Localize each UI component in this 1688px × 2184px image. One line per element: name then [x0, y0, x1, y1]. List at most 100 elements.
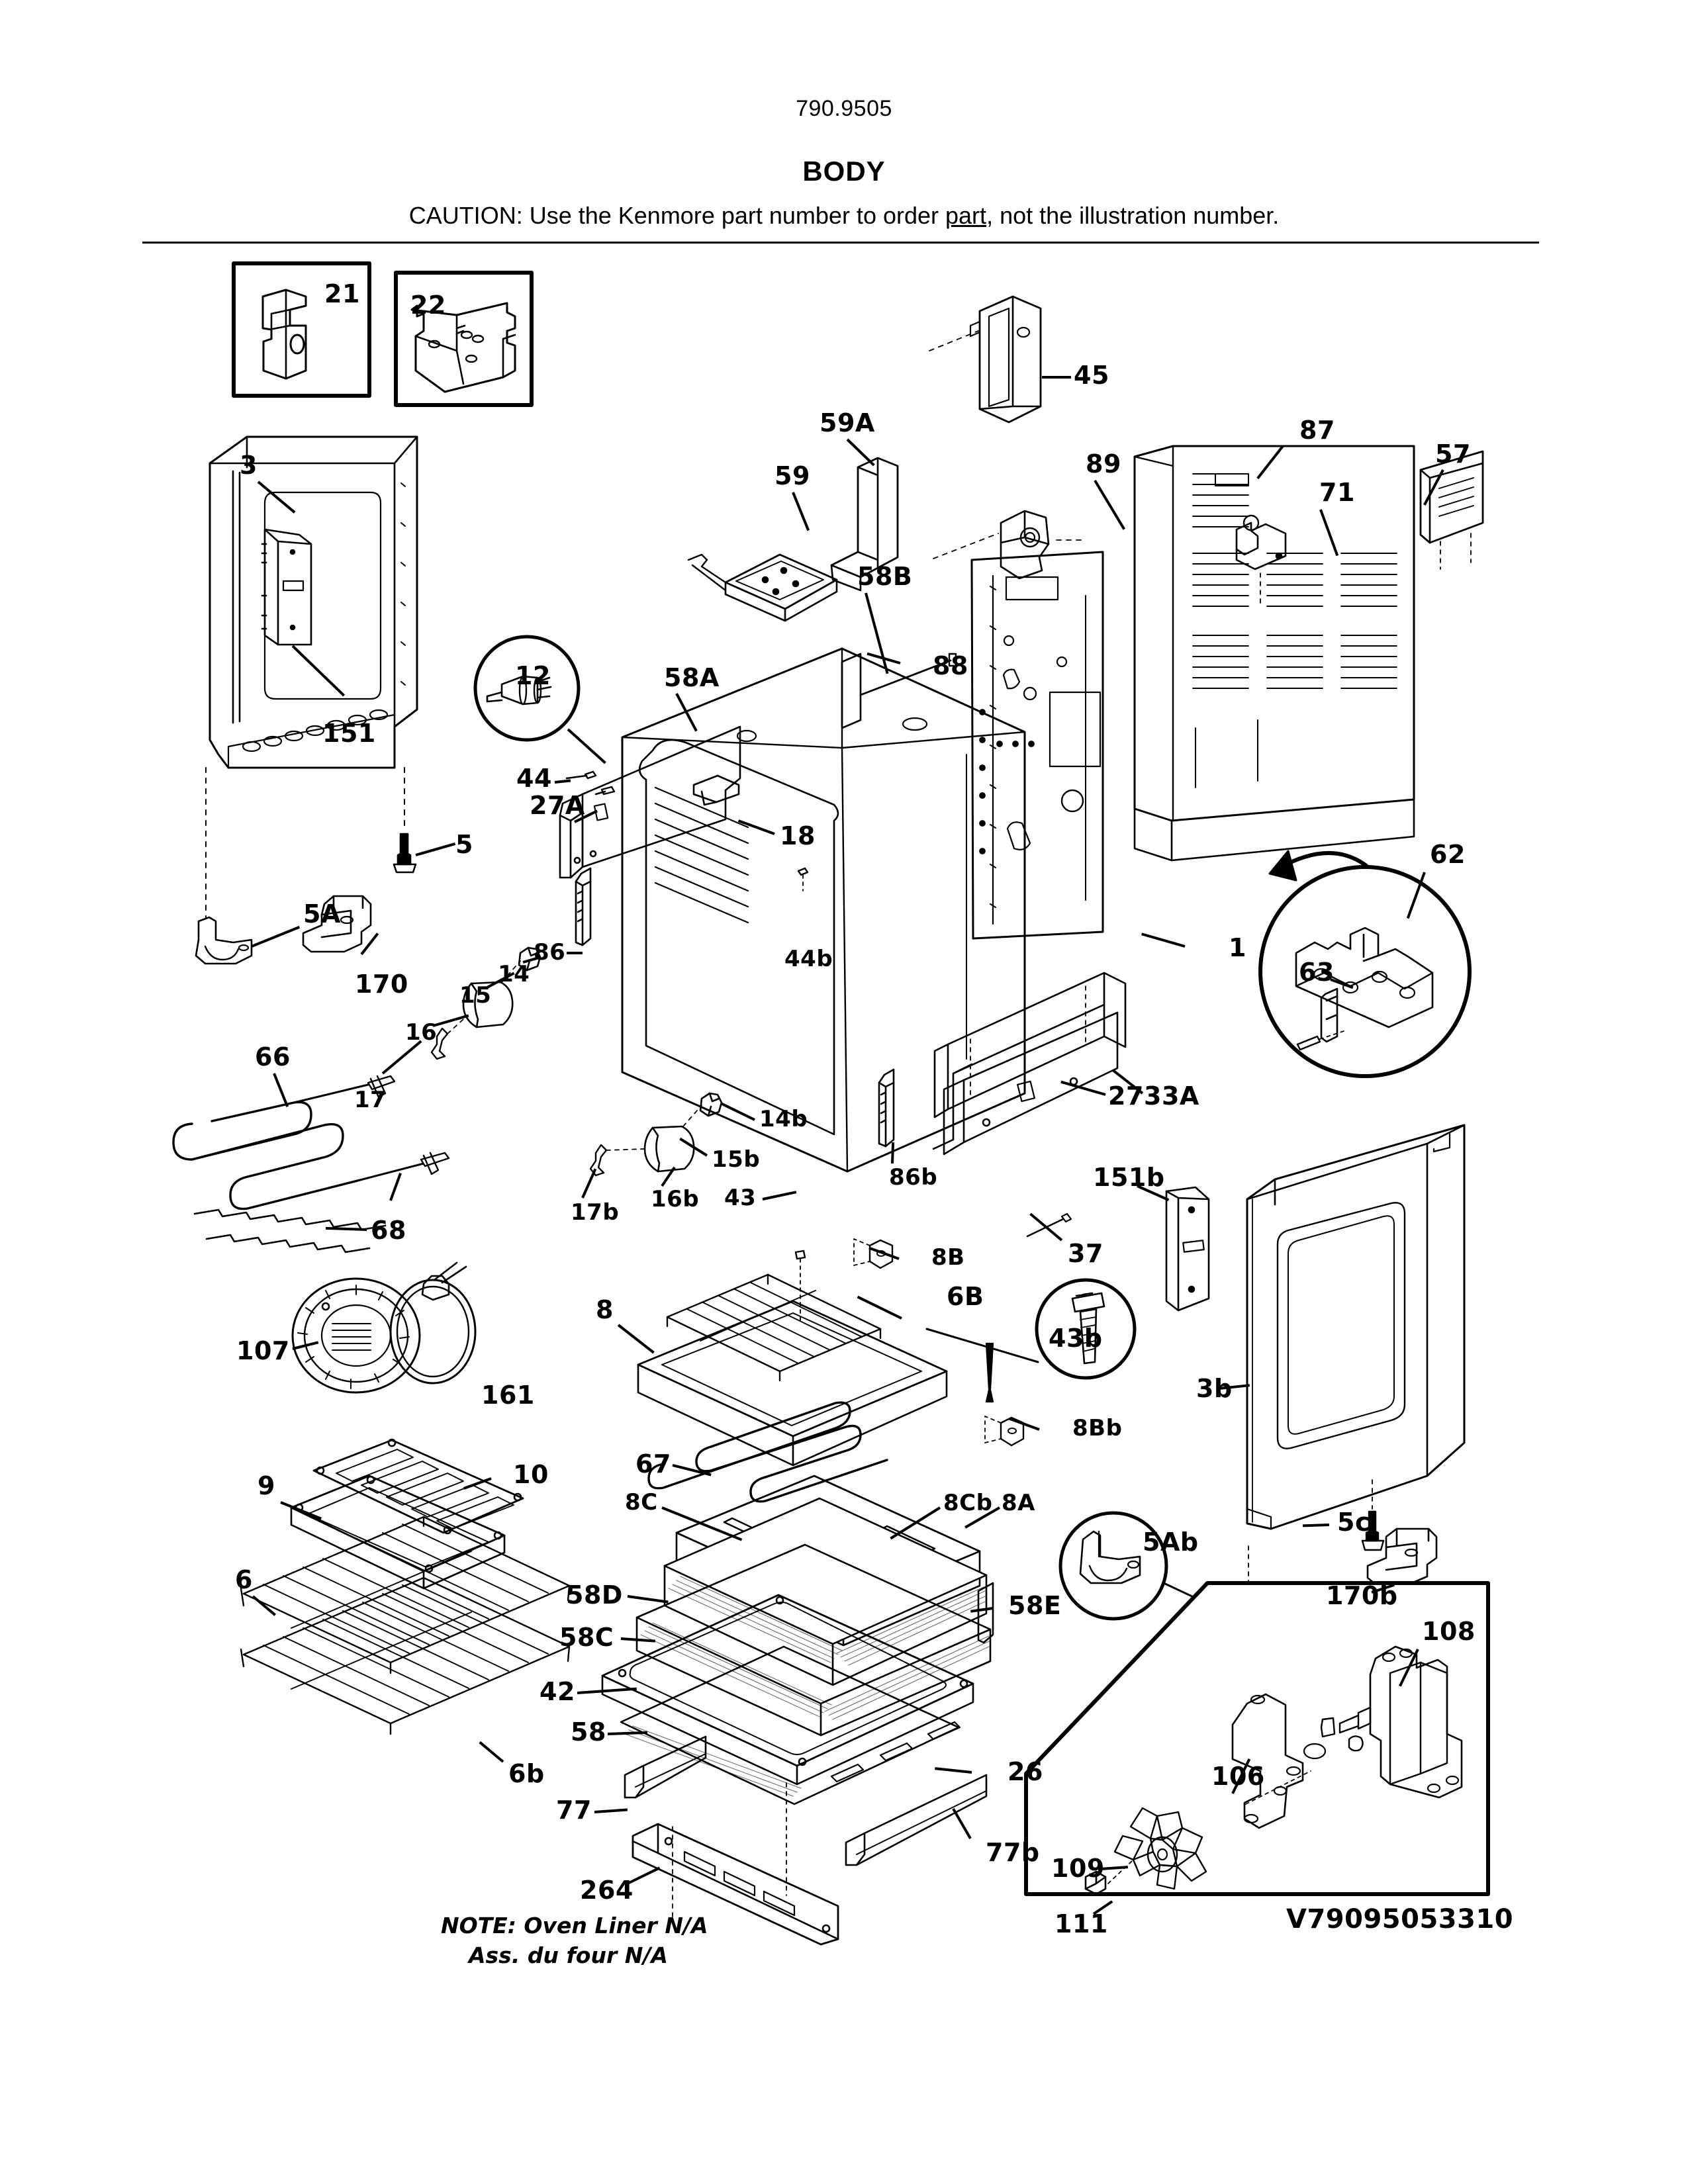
leader-1: [1141, 933, 1186, 948]
rail-27A: [560, 727, 740, 878]
leader-42: [577, 1687, 637, 1694]
footer-note-line-1: NOTE: Oven Liner N/A: [441, 1913, 708, 1938]
callout-57: 57: [1435, 439, 1471, 469]
callout-66: 66: [255, 1042, 291, 1071]
callout-5: 5: [455, 830, 473, 859]
left-door-hardware: [196, 768, 416, 964]
callout-33A: 33A: [1144, 1081, 1199, 1111]
screw-44-left: [567, 772, 596, 778]
callout-12: 12: [515, 661, 551, 690]
leader-5A: [251, 925, 301, 948]
right-door-assembly: [1027, 1125, 1464, 1584]
drawing-code: V79095053310: [1286, 1904, 1514, 1934]
caution-text: CAUTION: Use the Kenmore part number to …: [0, 202, 1688, 230]
leader-170: [360, 933, 379, 956]
leader-58: [607, 1731, 648, 1735]
leader-108: [1399, 1649, 1419, 1687]
leader-44: [554, 779, 571, 784]
callout-58B: 58B: [857, 562, 913, 591]
leader-89: [1094, 479, 1126, 530]
callout-8Cb: 8Cb: [943, 1490, 993, 1516]
callout-5Ab: 5Ab: [1143, 1527, 1199, 1557]
leader-8B: [868, 1246, 900, 1260]
rear-panel-71: [1135, 446, 1414, 860]
callout-44: 44: [516, 764, 552, 793]
callout-15b: 15b: [712, 1146, 761, 1173]
leader-6B: [857, 1295, 902, 1320]
leader-58E: [970, 1607, 994, 1613]
leader-86b: [891, 1142, 895, 1164]
callout-161: 161: [481, 1381, 535, 1410]
callout-27: 27: [1108, 1081, 1144, 1111]
callout-58E: 58E: [1008, 1591, 1062, 1620]
page-title: BODY: [802, 156, 886, 187]
leader-57: [1423, 469, 1444, 506]
leader-26: [935, 1767, 972, 1774]
sensor-89: [933, 511, 1083, 578]
vent-cover-57: [1421, 451, 1483, 569]
callout-87: 87: [1299, 416, 1335, 445]
leader-8: [617, 1324, 655, 1354]
callout-27A: 27A: [530, 791, 585, 820]
model-number: 790.9505: [796, 96, 892, 121]
leader-9: [280, 1501, 322, 1520]
leader-43: [762, 1191, 797, 1201]
bake-element-66: [173, 1076, 449, 1252]
callout-6B: 6B: [947, 1282, 984, 1311]
callout-170: 170: [355, 970, 408, 999]
callout-9: 9: [258, 1471, 275, 1500]
callout-71: 71: [1319, 478, 1355, 507]
lower-rail-33A-27: [933, 973, 1125, 1154]
callout-3: 3: [240, 451, 258, 480]
leader-77: [594, 1808, 628, 1813]
leader-58B: [865, 592, 889, 674]
callout-16: 16: [405, 1019, 438, 1046]
leader-68b: [389, 1172, 402, 1201]
callout-108: 108: [1422, 1617, 1476, 1646]
leader-5c: [1302, 1524, 1330, 1527]
header-divider: [142, 242, 1539, 244]
clip-86-right: [879, 1069, 894, 1146]
callout-62: 62: [1430, 840, 1466, 869]
leader-17: [381, 1040, 422, 1075]
leader-37: [1029, 1212, 1063, 1242]
footer-note: NOTE: Oven Liner N/A Ass. du four N/A: [441, 1911, 708, 1970]
callout-68: 68: [371, 1216, 406, 1245]
callout-14b: 14b: [759, 1106, 808, 1132]
bottom-stack-assembly: [602, 1402, 993, 1944]
leader-12: [567, 728, 606, 764]
callout-58D: 58D: [566, 1580, 623, 1610]
callout-88: 88: [933, 651, 968, 680]
callout-8C: 8C: [625, 1489, 658, 1516]
leader-58D: [627, 1595, 669, 1604]
callout-26: 26: [1008, 1757, 1043, 1786]
callout-circle-62: [1260, 851, 1470, 1076]
callout-58A: 58A: [664, 663, 720, 692]
callout-16b: 16b: [651, 1186, 700, 1212]
leader-10: [463, 1477, 492, 1490]
oven-cavity-58A: [622, 649, 1025, 1171]
leader-17b: [581, 1168, 597, 1199]
leader-77b: [952, 1807, 972, 1839]
broiler-pan-8: [638, 1239, 1023, 1465]
leader-71: [1319, 509, 1339, 557]
fan-cover-107: [293, 1263, 475, 1392]
callout-151: 151: [322, 719, 376, 748]
callout-1: 1: [1229, 933, 1246, 962]
callout-58: 58: [571, 1717, 606, 1747]
callout-67: 67: [635, 1449, 671, 1479]
lamp-assembly-right: [590, 1093, 722, 1175]
callout-58C: 58C: [559, 1623, 614, 1652]
leader-8C: [661, 1506, 743, 1541]
leader-62: [1406, 872, 1426, 919]
clip-86-left: [576, 868, 590, 945]
callout-5c: 5c: [1337, 1508, 1370, 1537]
callout-111: 111: [1055, 1909, 1108, 1938]
leader-8Bb: [1009, 1417, 1040, 1431]
leader-107: [292, 1341, 319, 1350]
caution-post: , not the illustration number.: [986, 202, 1280, 229]
oven-racks-6: [241, 1517, 569, 1734]
caution-pre: CAUTION: Use the Kenmore part number to …: [408, 202, 946, 229]
callout-8A: 8A: [1002, 1490, 1035, 1516]
